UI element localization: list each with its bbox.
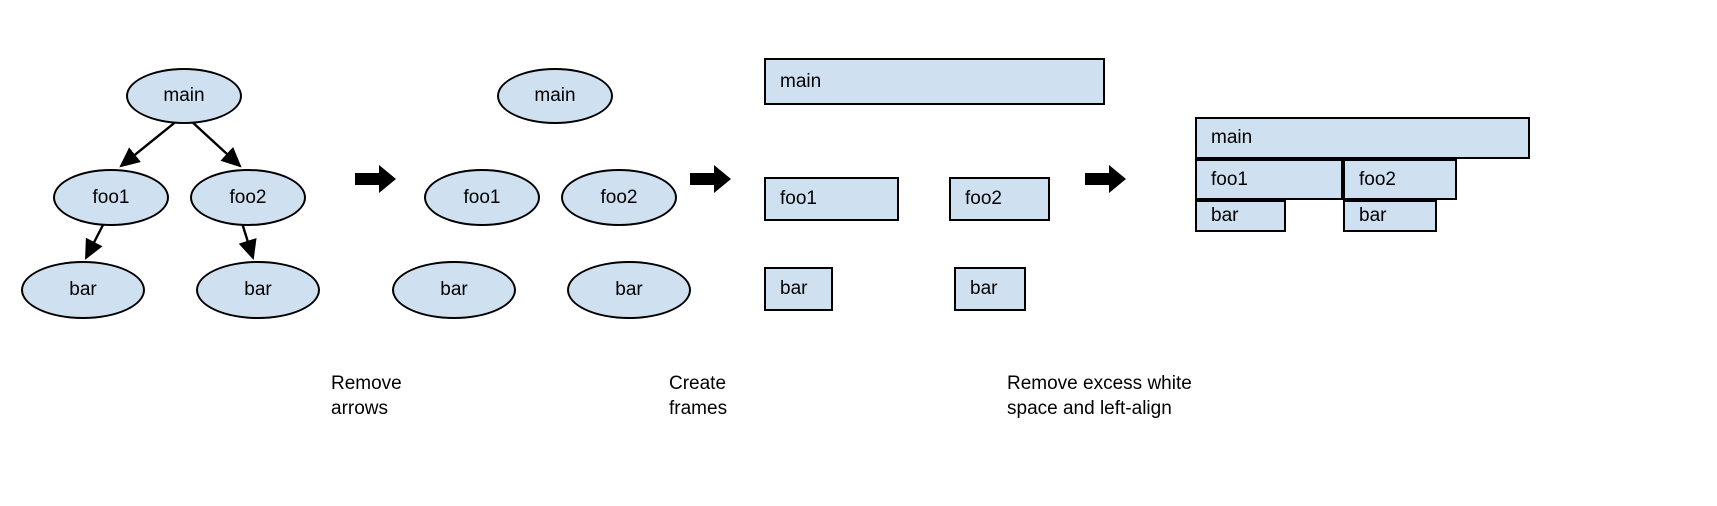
node-label: bar — [244, 279, 272, 300]
noarrow-node-bar-left[interactable]: bar — [392, 261, 516, 319]
packed-bar-left[interactable]: bar — [1195, 200, 1286, 232]
right-arrow-icon — [690, 165, 731, 193]
step-arrow-3 — [1085, 164, 1127, 194]
packed-main[interactable]: main — [1195, 117, 1530, 159]
node-label: bar — [440, 279, 468, 300]
caption-create-frames: Create frames — [669, 373, 728, 419]
node-label: bar — [970, 278, 998, 299]
caption-remove-white-space: Remove excess white space and left-align — [1007, 373, 1192, 419]
noarrow-node-foo2[interactable]: foo2 — [561, 169, 677, 226]
tree-node-foo1[interactable]: foo1 — [53, 169, 169, 226]
node-label: main — [534, 85, 576, 106]
node-label: main — [1211, 127, 1253, 148]
frame-bar-left[interactable]: bar — [764, 267, 833, 311]
node-label: foo1 — [463, 186, 501, 208]
noarrow-node-main[interactable]: main — [497, 68, 613, 124]
tree-node-bar-right[interactable]: bar — [196, 261, 320, 319]
noarrow-node-foo1[interactable]: foo1 — [424, 169, 540, 226]
node-label: foo2 — [1359, 168, 1396, 190]
node-label: bar — [1211, 205, 1239, 226]
node-label: foo2 — [600, 186, 638, 208]
frame-foo1[interactable]: foo1 — [764, 177, 899, 221]
node-label: foo2 — [965, 188, 1002, 209]
packed-foo2[interactable]: foo2 — [1343, 159, 1457, 200]
node-label: foo1 — [780, 188, 817, 209]
tree-node-bar-left[interactable]: bar — [21, 261, 145, 319]
frame-main[interactable]: main — [764, 58, 1105, 105]
right-arrow-icon — [1085, 165, 1126, 193]
right-arrow-icon — [355, 165, 396, 193]
step-arrow-1 — [355, 164, 397, 194]
node-label: bar — [1359, 205, 1387, 226]
node-label: main — [163, 85, 205, 106]
tree-node-foo2[interactable]: foo2 — [190, 169, 306, 226]
node-label: foo2 — [229, 186, 267, 208]
node-label: bar — [615, 279, 643, 300]
node-label: main — [780, 70, 822, 92]
step-arrow-2 — [690, 164, 732, 194]
frame-bar-right[interactable]: bar — [954, 267, 1026, 311]
packed-foo1[interactable]: foo1 — [1195, 159, 1343, 200]
node-label: foo1 — [1211, 168, 1248, 190]
frame-foo2[interactable]: foo2 — [949, 177, 1050, 221]
node-label: bar — [69, 279, 97, 300]
node-label: bar — [780, 278, 808, 299]
noarrow-node-bar-right[interactable]: bar — [567, 261, 691, 319]
node-label: foo1 — [92, 186, 130, 208]
packed-bar-right[interactable]: bar — [1343, 200, 1437, 232]
caption-remove-arrows: Remove arrows — [331, 373, 402, 419]
tree-node-main[interactable]: main — [126, 68, 242, 124]
